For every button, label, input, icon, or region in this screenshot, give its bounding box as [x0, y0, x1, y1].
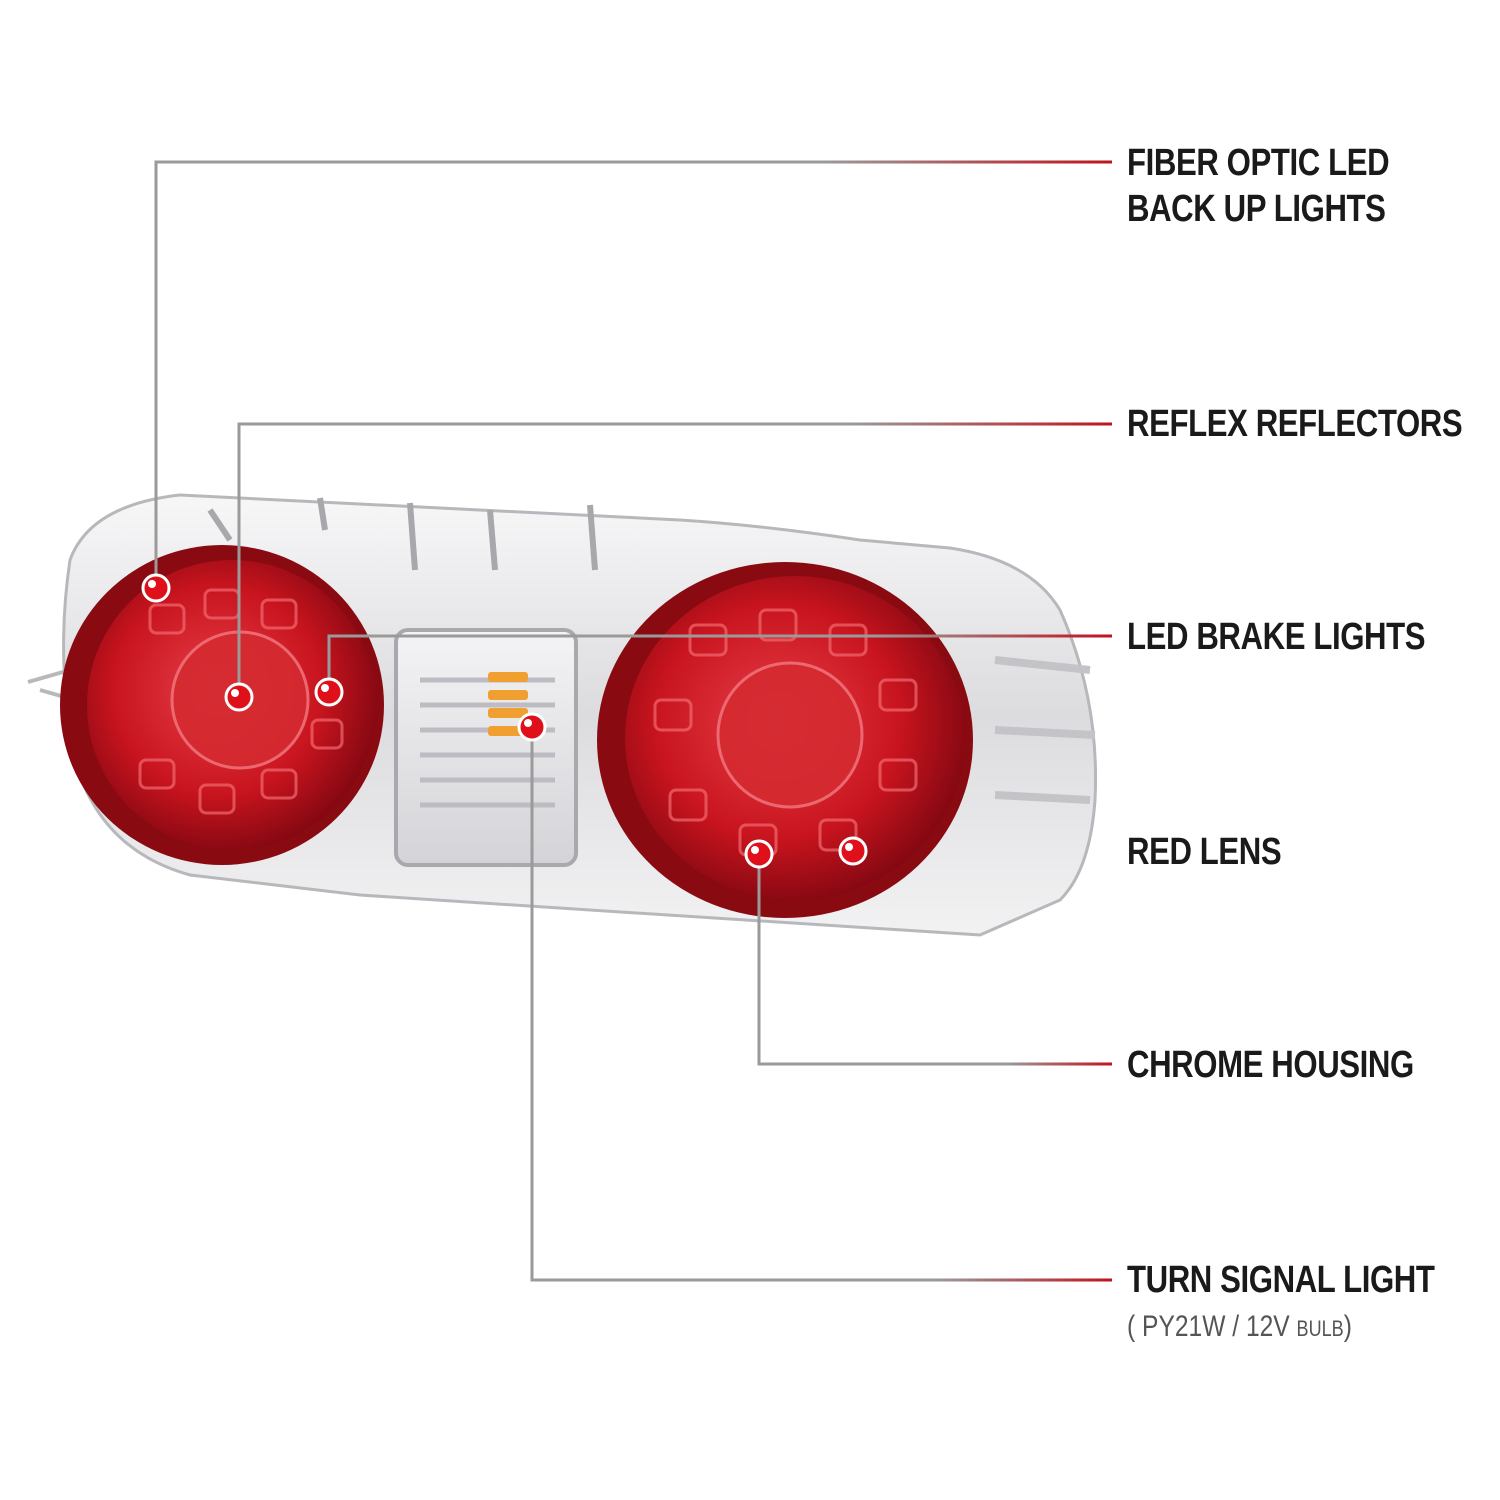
turn-signal-lamp	[394, 628, 578, 867]
right-tail-lamp	[597, 562, 973, 918]
bulb-spec-close-paren: )	[1343, 1310, 1352, 1343]
callout-dots	[141, 573, 868, 869]
label-reflex-line1: REFLEX REFLECTORS	[1127, 403, 1463, 445]
bulb-spec-open-paren: (	[1127, 1310, 1136, 1343]
turn-signal-bulb-spec: ( PY21W / 12V BULB)	[1127, 1310, 1352, 1346]
label-red-lens: RED LENS	[1127, 829, 1282, 875]
label-fiber-optic: FIBER OPTIC LED BACK UP LIGHTS	[1127, 140, 1390, 232]
leader-turn-signal	[530, 727, 1112, 1282]
dot-brake	[314, 677, 344, 707]
label-turn-signal-line1: TURN SIGNAL LIGHT	[1127, 1259, 1435, 1301]
leader-fiber-optic	[154, 160, 1112, 588]
bulb-spec-value: PY21W / 12V	[1142, 1310, 1290, 1343]
leader-reflex	[237, 422, 1112, 697]
leader-chrome	[757, 854, 1112, 1066]
label-brake-line1: LED BRAKE LIGHTS	[1127, 616, 1426, 658]
label-reflex-reflectors: REFLEX REFLECTORS	[1127, 401, 1463, 447]
label-chrome-line1: CHROME HOUSING	[1127, 1044, 1414, 1086]
label-fiber-optic-line2: BACK UP LIGHTS	[1127, 188, 1386, 230]
leader-brake	[327, 634, 1112, 692]
leader-lines	[154, 160, 1112, 1282]
dot-red-lens	[838, 836, 868, 866]
bulb-spec-unit: BULB	[1296, 1316, 1344, 1341]
label-turn-signal-light: TURN SIGNAL LIGHT	[1127, 1257, 1435, 1303]
label-red-lens-line1: RED LENS	[1127, 831, 1282, 873]
dot-turn-signal	[517, 712, 547, 742]
dot-fiber-optic	[141, 573, 171, 603]
dot-reflex	[224, 682, 254, 712]
label-fiber-optic-line1: FIBER OPTIC LED	[1127, 142, 1390, 184]
label-chrome-housing: CHROME HOUSING	[1127, 1042, 1414, 1088]
dot-chrome	[744, 839, 774, 869]
label-led-brake-lights: LED BRAKE LIGHTS	[1127, 614, 1426, 660]
